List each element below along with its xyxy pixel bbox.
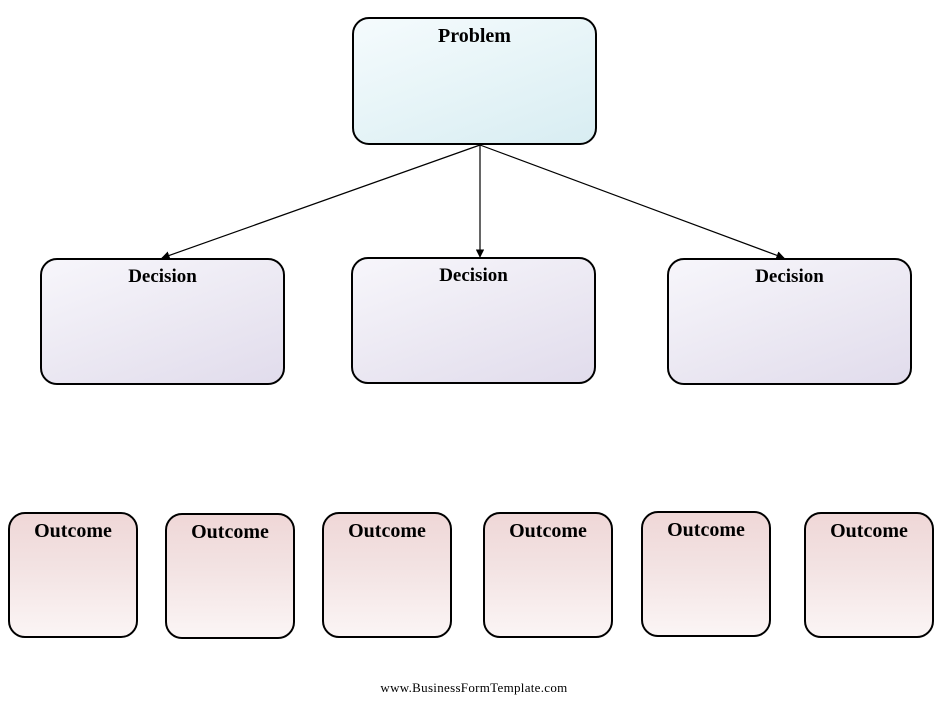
outcome-box-4: Outcome — [483, 512, 613, 638]
problem-box: Problem — [352, 17, 597, 145]
outcome-box-5: Outcome — [641, 511, 771, 637]
connector-arrow-problem-to-decision-1 — [161, 144, 481, 260]
footer-url: www.BusinessFormTemplate.com — [380, 680, 568, 695]
decision-box-1: Decision — [40, 258, 285, 385]
outcome-box-6: Outcome — [804, 512, 934, 638]
outcome-label: Outcome — [830, 520, 908, 542]
outcome-label: Outcome — [667, 519, 745, 541]
outcome-label: Outcome — [191, 521, 269, 543]
outcome-box-2: Outcome — [165, 513, 295, 639]
outcome-box-3: Outcome — [322, 512, 452, 638]
outcome-label: Outcome — [348, 520, 426, 542]
outcome-label: Outcome — [509, 520, 587, 542]
outcome-box-1: Outcome — [8, 512, 138, 638]
decision-label: Decision — [128, 266, 197, 287]
decision-label: Decision — [755, 266, 824, 287]
outcome-label: Outcome — [34, 520, 112, 542]
decision-box-2: Decision — [351, 257, 596, 384]
problem-label: Problem — [438, 25, 511, 47]
connector-arrow-problem-to-decision-3 — [479, 144, 785, 260]
decision-box-3: Decision — [667, 258, 912, 385]
decision-label: Decision — [439, 265, 508, 286]
